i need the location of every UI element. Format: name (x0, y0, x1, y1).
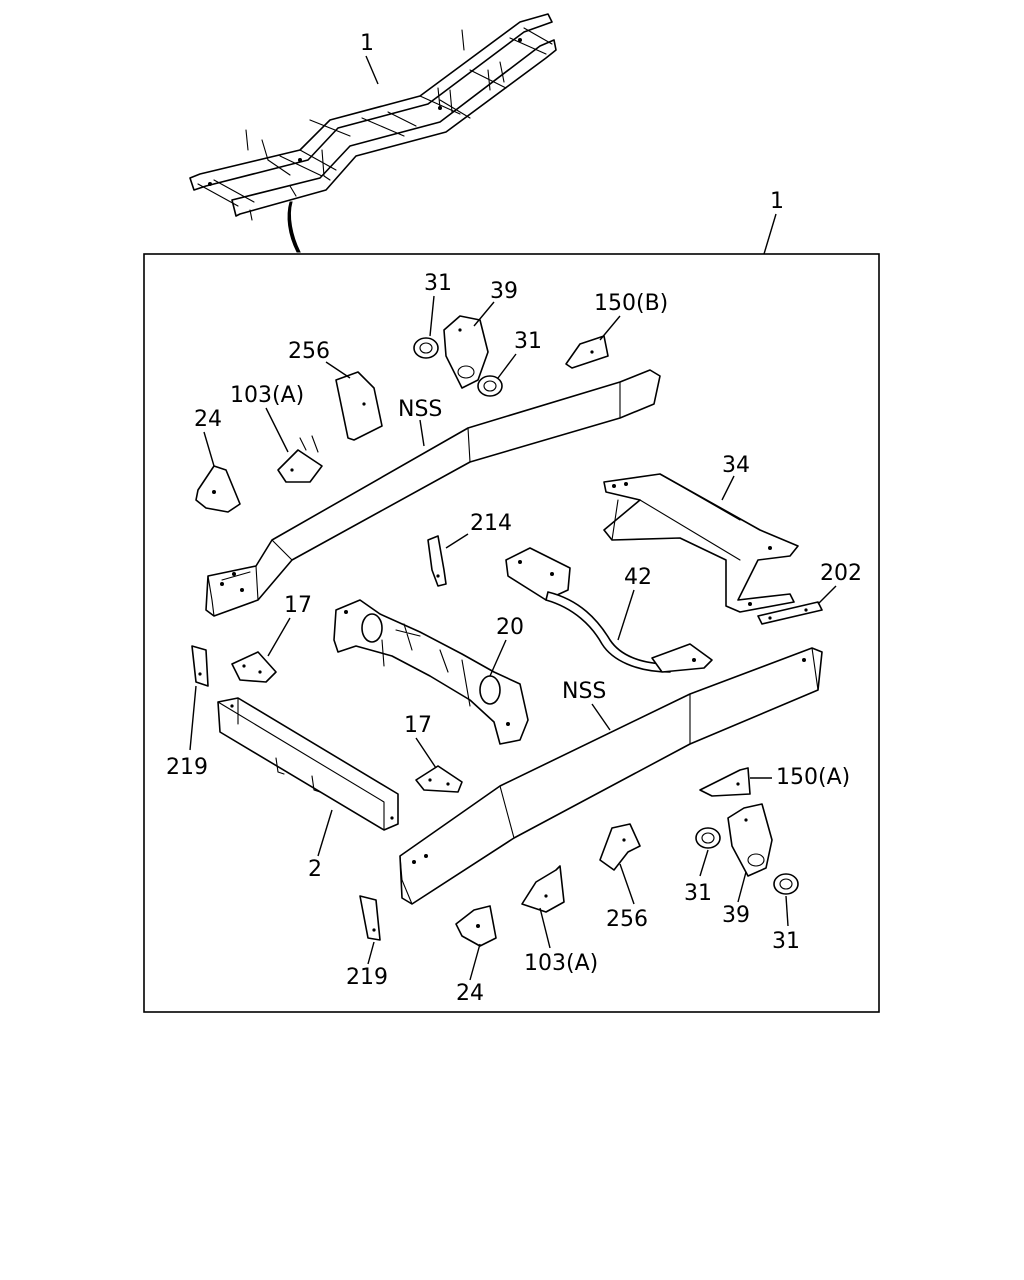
callout-frame-box: 1 (770, 189, 784, 214)
bracket-256-upper (335, 371, 383, 441)
bracket-214 (427, 535, 447, 587)
frame-assembly-overview (189, 13, 557, 253)
bracket-24-upper (195, 465, 241, 513)
callout-39-upper: 39 (490, 279, 518, 304)
callout-17-lower: 17 (404, 713, 432, 738)
bracket-150a (699, 767, 751, 797)
bracket-150b (565, 335, 609, 369)
bracket-256-lower (599, 823, 641, 871)
callout-34: 34 (722, 453, 750, 478)
callout-214: 214 (470, 511, 512, 536)
callout-219-lower: 219 (346, 965, 388, 990)
callout-103a-lower: 103(A) (524, 951, 598, 976)
crossmember-20 (333, 599, 529, 745)
shackle-39-lower (727, 803, 773, 877)
callout-24-upper: 24 (194, 407, 222, 432)
callout-20: 20 (496, 615, 524, 640)
callout-31-upper-b: 31 (514, 329, 542, 354)
crossmember-34 (603, 473, 799, 613)
bushing-31-upper-a (413, 337, 439, 359)
bracket-103a-upper (277, 435, 323, 483)
shackle-39-upper (443, 315, 489, 389)
side-rail-upper (205, 369, 661, 617)
bracket-219-lower (359, 895, 381, 941)
bracket-219-upper (191, 645, 209, 687)
callout-103a-upper: 103(A) (230, 383, 304, 408)
callout-17-upper: 17 (284, 593, 312, 618)
callout-42: 42 (624, 565, 652, 590)
callout-31-lower-b: 31 (772, 929, 800, 954)
callout-24-lower: 24 (456, 981, 484, 1006)
crossmember-2 (217, 697, 399, 831)
side-rail-lower (399, 647, 823, 905)
callout-2: 2 (308, 857, 322, 882)
callout-219-upper: 219 (166, 755, 208, 780)
bracket-24-lower (455, 905, 497, 947)
callout-31-upper-a: 31 (424, 271, 452, 296)
callout-39-lower: 39 (722, 903, 750, 928)
bushing-31-lower-b (773, 873, 799, 895)
callout-frame-overview: 1 (360, 31, 374, 56)
callout-256-lower: 256 (606, 907, 648, 932)
plate-17-lower (415, 765, 463, 793)
crossmember-42 (505, 547, 713, 673)
plate-202 (757, 601, 823, 625)
exploded-view-frame (143, 253, 880, 1013)
callout-nss-lower: NSS (562, 679, 606, 704)
bushing-31-upper-b (477, 375, 503, 397)
bracket-103a-lower (521, 865, 565, 913)
bushing-31-lower-a (695, 827, 721, 849)
callout-150a: 150(A) (776, 765, 850, 790)
callout-nss-upper: NSS (398, 397, 442, 422)
callout-202: 202 (820, 561, 862, 586)
callout-150b: 150(B) (594, 291, 668, 316)
plate-17-upper (231, 651, 277, 683)
callout-256-upper: 256 (288, 339, 330, 364)
callout-31-lower-a: 31 (684, 881, 712, 906)
